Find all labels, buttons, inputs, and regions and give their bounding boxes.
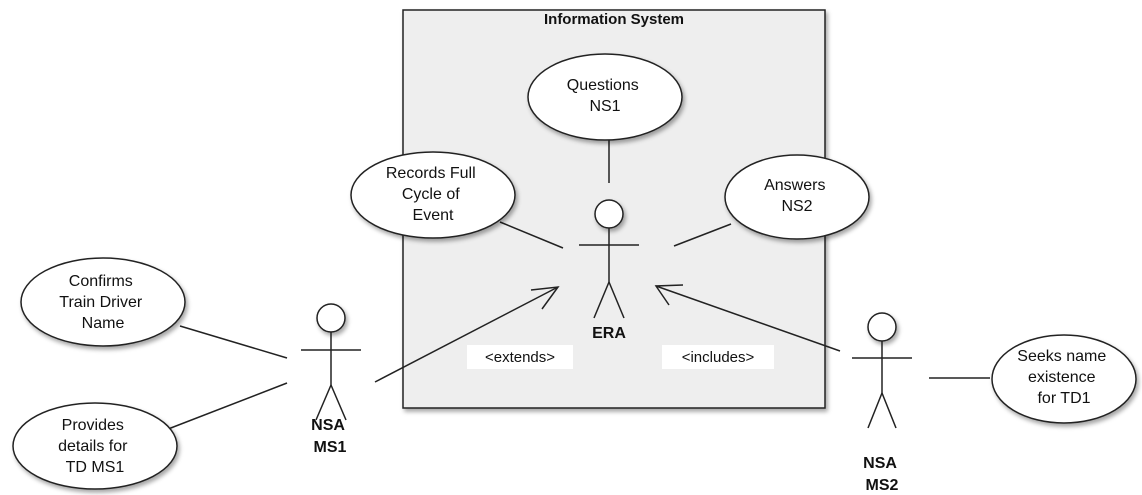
svg-text:Answers NS2: Answers NS2 xyxy=(764,177,830,215)
actor-nsa-ms1-line-2: MS1 xyxy=(314,439,347,456)
svg-text:Confirms Train Driver: Confirms Train Driver Name xyxy=(59,273,146,332)
use-case-questions: Questions NS1 xyxy=(527,53,683,141)
actor-nsa-ms1: NSA MS1 xyxy=(301,303,361,456)
use-case-confirms-line-2: Train Driver xyxy=(59,294,143,311)
use-case-seeks-line-3: for TD1 xyxy=(1037,390,1090,407)
use-case-records-line-1: Records Full xyxy=(386,165,476,182)
extends-arrow-line xyxy=(374,286,559,383)
use-case-answers-line-2: NS2 xyxy=(781,198,812,215)
stick-figure-icon xyxy=(301,303,361,421)
svg-text:Records Full Cycle of: Records Full Cycle of Event xyxy=(386,165,480,224)
extends-label: <extends> xyxy=(485,349,555,366)
system-title: Information System xyxy=(544,11,684,28)
use-case-provides: Provides details for TD MS1 xyxy=(12,402,178,490)
extends-arrow-head xyxy=(530,286,560,310)
line-confirms-ms1 xyxy=(179,325,288,359)
use-case-confirms: Confirms Train Driver Name xyxy=(20,257,186,347)
use-case-provides-line-2: details for xyxy=(58,438,128,455)
line-answers-era xyxy=(673,223,732,247)
stick-figure-icon xyxy=(852,312,912,429)
relation-labels: <extends> <includes> xyxy=(467,345,774,369)
svg-text:Questions NS1: Questions NS1 xyxy=(567,77,644,115)
use-case-confirms-line-1: Confirms xyxy=(69,273,133,290)
use-case-confirms-line-3: Name xyxy=(82,315,125,332)
actor-nsa-ms2-line-2: MS2 xyxy=(866,477,899,494)
use-case-provides-line-3: TD MS1 xyxy=(66,459,125,476)
line-records-era xyxy=(499,221,564,249)
use-case-seeks-line-1: Seeks name xyxy=(1017,348,1106,365)
svg-text:NSA MS2: NSA MS2 xyxy=(863,455,901,494)
actor-era-label: ERA xyxy=(592,325,626,342)
use-case-records-line-2: Cycle of xyxy=(402,186,460,203)
use-case-answers: Answers NS2 xyxy=(724,154,870,240)
svg-text:NSA MS1: NSA MS1 xyxy=(311,417,349,456)
use-case-records: Records Full Cycle of Event xyxy=(350,151,516,239)
line-provides-ms1 xyxy=(162,382,288,432)
includes-arrow-line xyxy=(655,285,841,352)
use-case-records-line-3: Event xyxy=(413,207,454,224)
actor-nsa-ms2-line-1: NSA xyxy=(863,455,897,472)
actor-nsa-ms2: NSA MS2 xyxy=(852,312,912,494)
use-case-questions-line-2: NS1 xyxy=(589,98,620,115)
use-case-provides-line-1: Provides xyxy=(62,417,124,434)
includes-arrow-head xyxy=(654,284,684,306)
connectors xyxy=(162,138,990,432)
actor-era: ERA xyxy=(579,199,639,342)
use-case-answers-line-1: Answers xyxy=(764,177,825,194)
svg-text:Provides details for: Provides details for TD MS1 xyxy=(58,417,132,476)
use-case-seeks-line-2: existence xyxy=(1028,369,1096,386)
actor-nsa-ms1-line-1: NSA xyxy=(311,417,345,434)
use-case-seeks: Seeks name existence for TD1 xyxy=(991,334,1137,424)
stick-figure-icon xyxy=(579,199,639,319)
use-case-questions-line-1: Questions xyxy=(567,77,639,94)
includes-label: <includes> xyxy=(682,349,755,366)
svg-text:Seeks name existence: Seeks name existence for TD1 xyxy=(1017,348,1110,407)
